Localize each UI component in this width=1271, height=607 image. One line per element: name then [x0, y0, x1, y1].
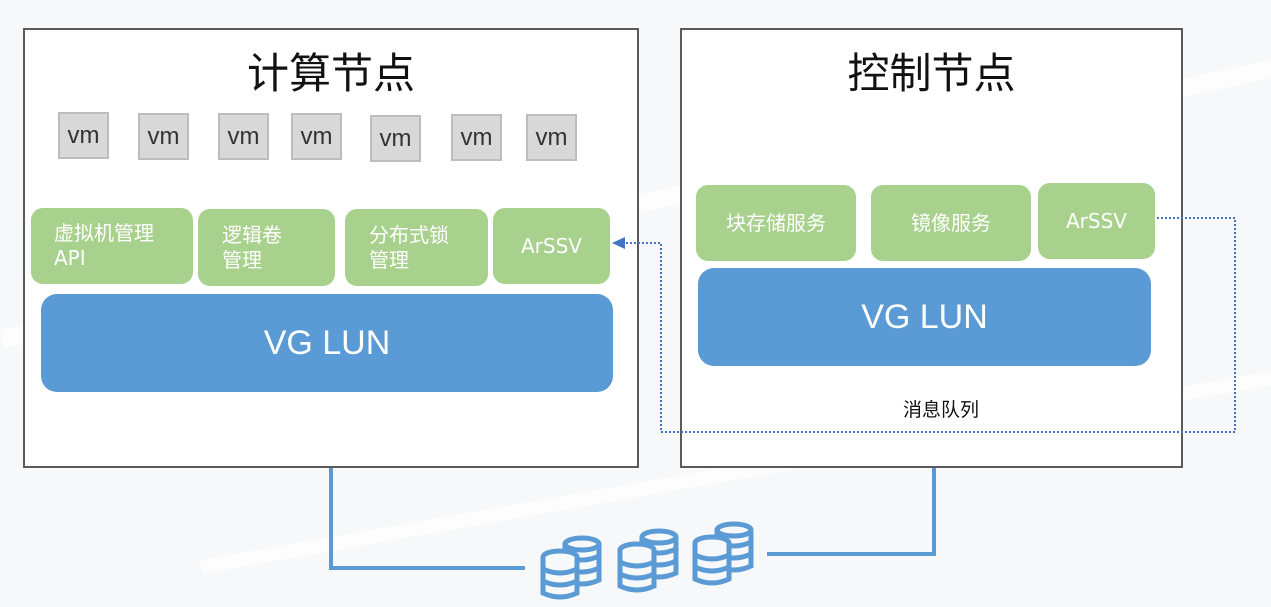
- service-arssv-control: ArSSV: [1038, 183, 1155, 259]
- database-stack-icon: [692, 521, 754, 586]
- compute-storage-link: [329, 468, 525, 570]
- database-stack-icon: [540, 535, 602, 600]
- vm-box: vm: [526, 114, 577, 161]
- vm-box: vm: [451, 114, 502, 161]
- control-node-title: 控制节点: [847, 49, 1016, 98]
- service-label: 逻辑卷 管理: [222, 222, 282, 272]
- service-label: ArSSV: [521, 233, 582, 258]
- vm-box: vm: [138, 113, 189, 160]
- vm-box: vm: [291, 113, 342, 160]
- service-label: 块存储服务: [726, 210, 826, 235]
- vm-box: vm: [370, 115, 421, 162]
- service-image: 镜像服务: [871, 185, 1031, 261]
- compute-node-title: 计算节点: [246, 49, 415, 98]
- database-stack-icon: [617, 528, 679, 593]
- arrow-head-icon: [612, 237, 625, 249]
- service-logical-volume-management: 逻辑卷 管理: [198, 209, 335, 286]
- service-block-storage: 块存储服务: [696, 185, 856, 261]
- service-label: 镜像服务: [911, 210, 991, 235]
- service-arssv-compute: ArSSV: [493, 208, 610, 284]
- control-storage-link: [767, 468, 936, 556]
- service-distributed-lock-management: 分布式锁 管理: [345, 209, 488, 286]
- message-queue-link: [625, 217, 1236, 433]
- vm-box: vm: [58, 112, 109, 159]
- vm-box: vm: [218, 113, 269, 160]
- service-vm-management-api: 虚拟机管理 API: [31, 208, 193, 284]
- vg-lun-control: VG LUN: [698, 268, 1151, 366]
- database-cluster-icon: [540, 521, 754, 600]
- vg-lun-compute: VG LUN: [41, 294, 613, 392]
- service-label: 分布式锁 管理: [369, 222, 449, 272]
- service-label: ArSSV: [1066, 208, 1127, 233]
- service-label: 虚拟机管理 API: [54, 221, 154, 270]
- message-queue-label: 消息队列: [903, 399, 980, 421]
